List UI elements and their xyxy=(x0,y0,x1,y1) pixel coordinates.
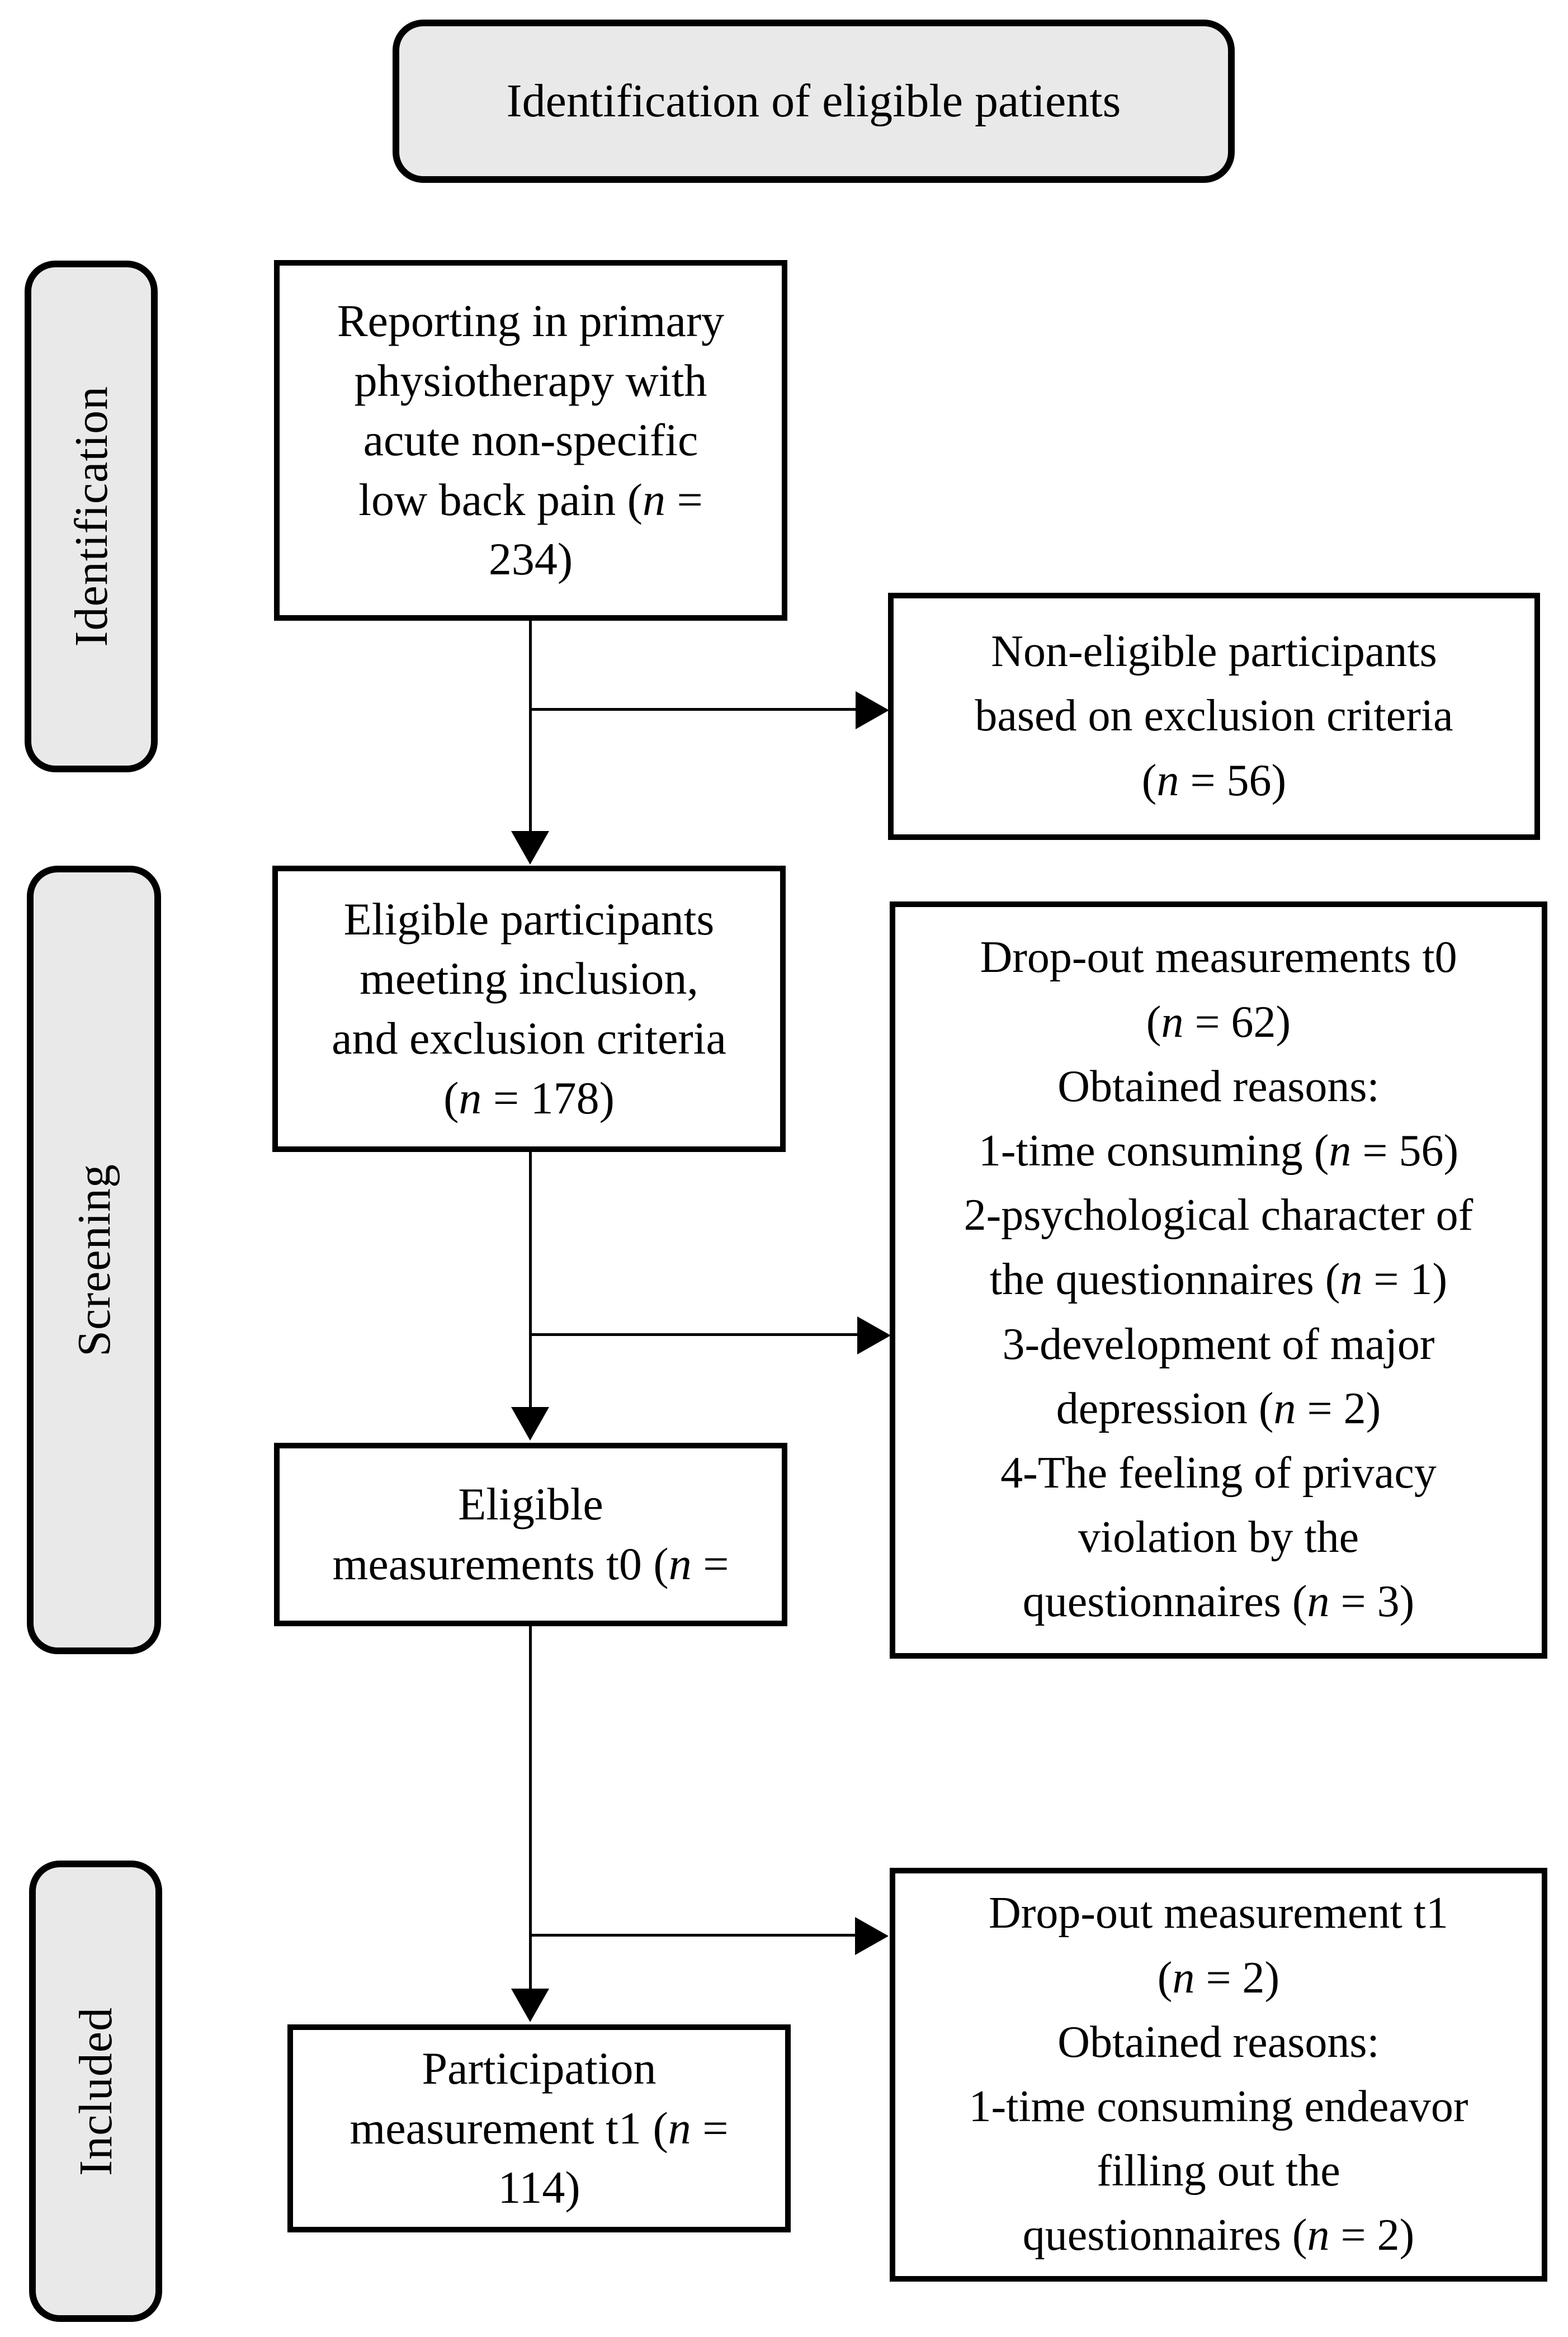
arrowhead-down-1-icon xyxy=(511,831,549,865)
arrowhead-right-1-icon xyxy=(856,691,889,729)
diagram-title: Identification of eligible patients xyxy=(506,74,1121,127)
stage-box-included: Included xyxy=(29,1861,162,2322)
box-dropout-measurements-t0: Drop-out measurements t0(n = 62)Obtained… xyxy=(890,901,1547,1659)
connector-line-3-vertical xyxy=(529,1626,532,1990)
arrowhead-right-3-icon xyxy=(855,1917,889,1955)
stage-box-identification: Identification xyxy=(25,261,158,772)
diagram-title-box: Identification of eligible patients xyxy=(393,20,1235,183)
stage-box-screening: Screening xyxy=(27,866,161,1654)
arrowhead-down-2-icon xyxy=(511,1407,549,1441)
connector-line-2-vertical xyxy=(529,1152,532,1408)
stage-label-included: Included xyxy=(69,2006,122,2176)
box-dropout-measurement-t1: Drop-out measurement t1(n = 2)Obtained r… xyxy=(890,1868,1547,2282)
stage-label-screening: Screening xyxy=(68,1163,120,1357)
connector-line-2-branch xyxy=(530,1333,858,1336)
connector-line-1-vertical xyxy=(529,621,532,833)
connector-line-1-branch xyxy=(530,708,858,711)
arrowhead-right-2-icon xyxy=(857,1316,891,1354)
stage-label-identification: Identification xyxy=(65,386,117,647)
connector-line-3-branch xyxy=(530,1934,856,1937)
arrowhead-down-3-icon xyxy=(511,1989,549,2022)
